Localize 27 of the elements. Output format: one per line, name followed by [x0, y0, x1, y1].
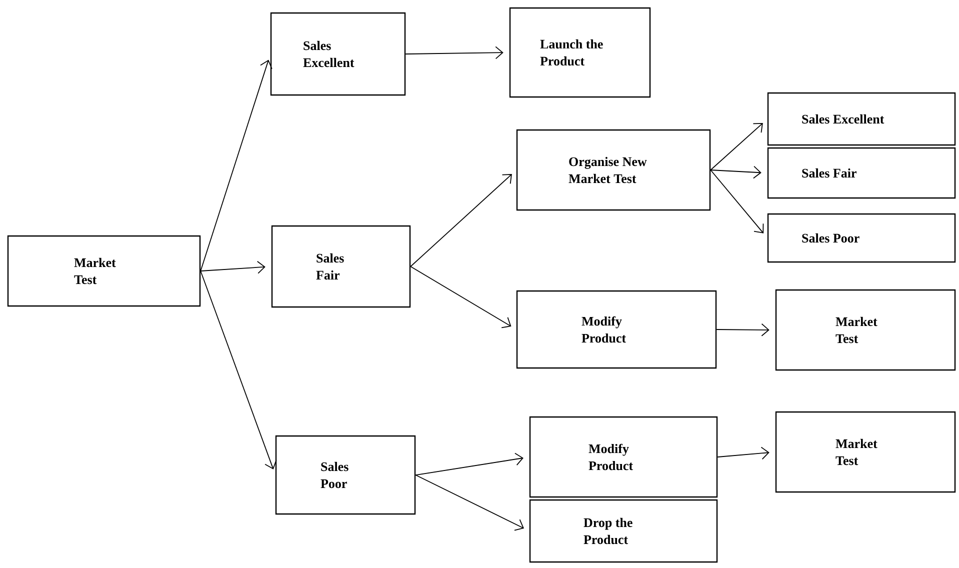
- arrow: [415, 452, 524, 476]
- process-box: Market Test: [775, 411, 956, 493]
- process-box: Sales Poor: [767, 213, 956, 263]
- arrow: [200, 60, 272, 272]
- process-box: Sales Fair: [271, 225, 411, 308]
- arrow: [200, 260, 266, 274]
- process-box: Sales Excellent: [767, 92, 956, 146]
- arrow: [716, 323, 770, 336]
- arrow: [410, 174, 512, 267]
- process-box: Market Test: [7, 235, 201, 307]
- process-box: Drop the Product: [529, 499, 718, 563]
- arrow: [710, 170, 764, 234]
- process-box: Sales Poor: [275, 435, 416, 515]
- arrow: [410, 266, 512, 328]
- process-box: Organise New Market Test: [516, 129, 711, 211]
- process-box: Sales Excellent: [270, 12, 406, 96]
- process-box: Modify Product: [516, 290, 717, 369]
- process-box: Market Test: [775, 289, 956, 371]
- arrow: [200, 270, 277, 470]
- process-box: Launch the Product: [509, 7, 651, 98]
- arrow: [710, 166, 762, 179]
- process-box: Modify Product: [529, 416, 718, 498]
- arrow: [405, 46, 504, 60]
- arrow: [717, 446, 770, 460]
- arrow: [710, 123, 763, 170]
- process-box: Sales Fair: [767, 147, 956, 199]
- arrow: [415, 474, 524, 531]
